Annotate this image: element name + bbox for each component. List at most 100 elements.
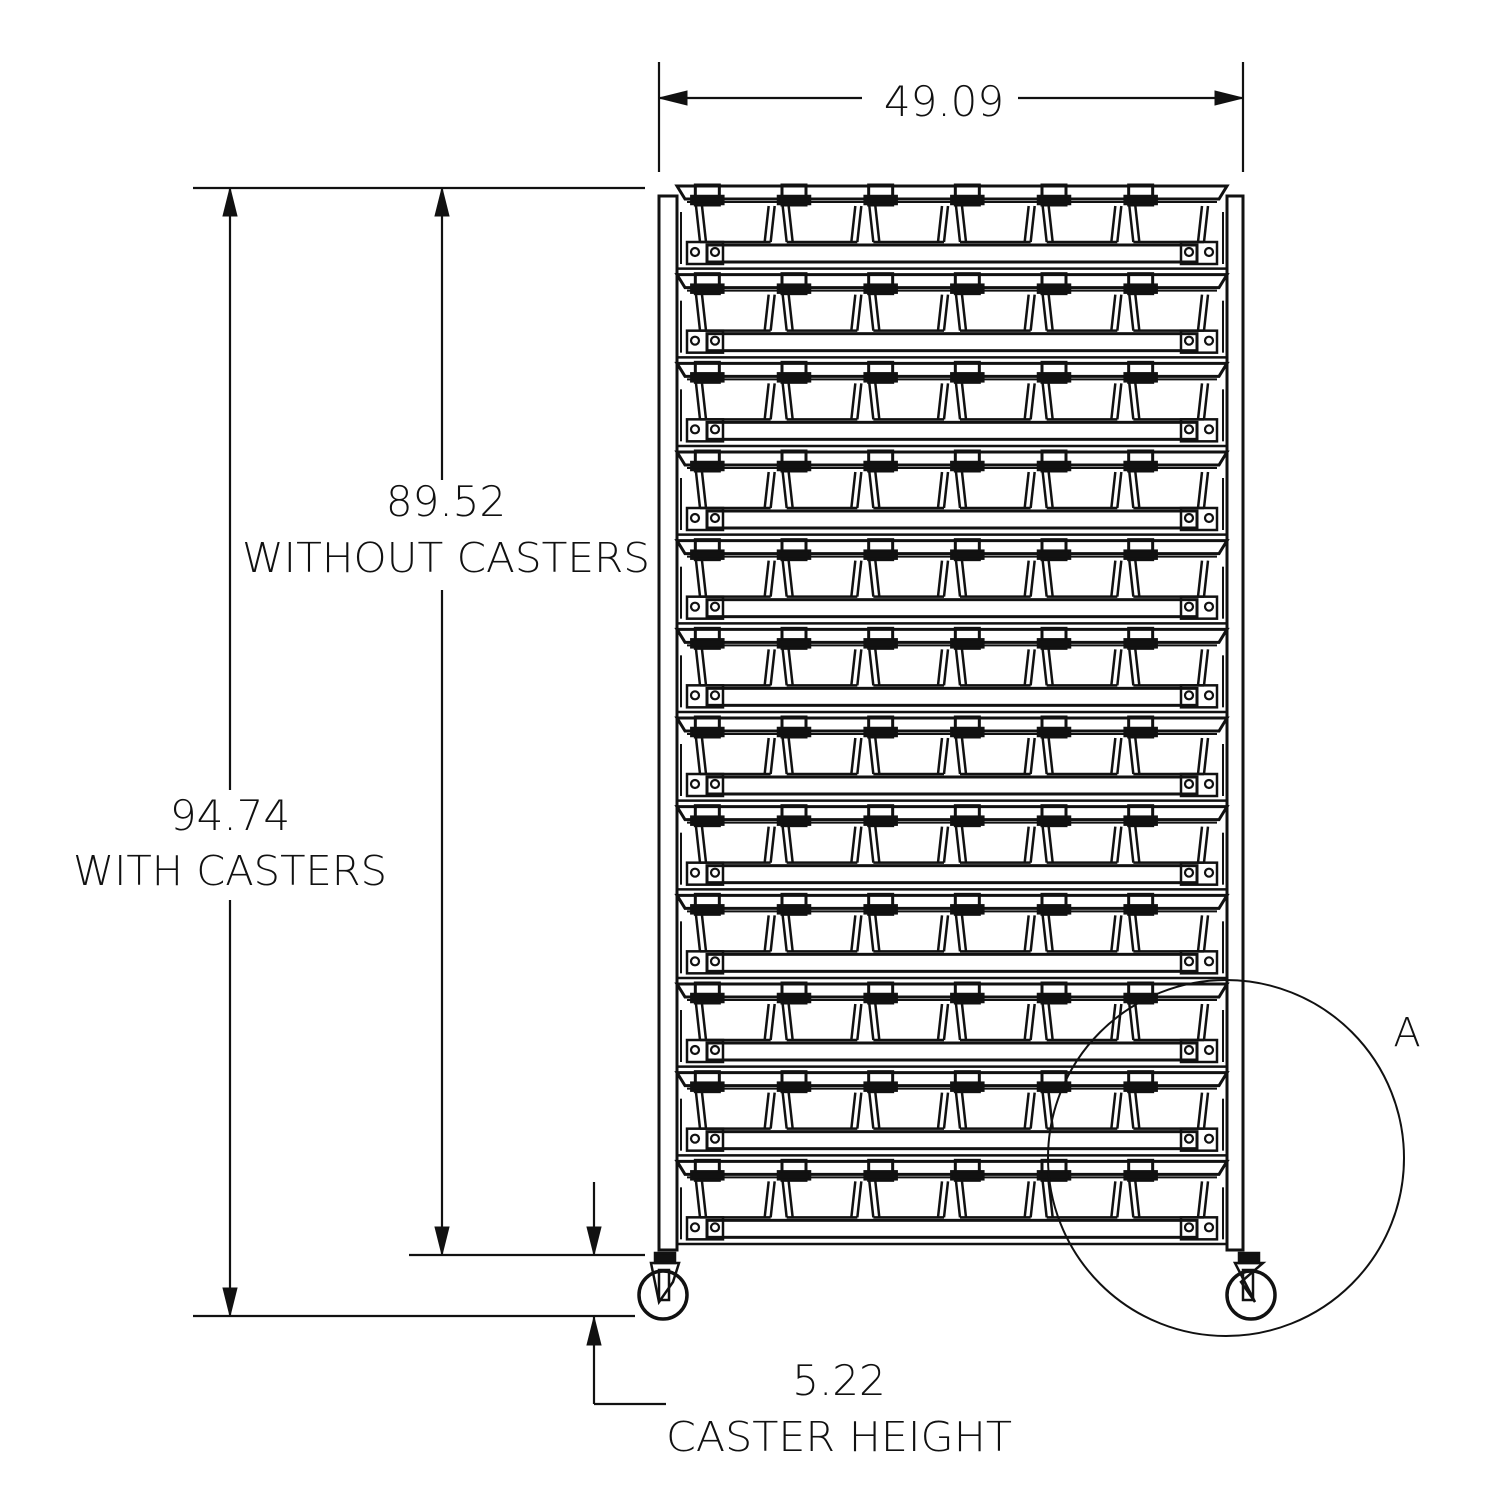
bin-side [1029,471,1036,509]
mounting-bracket [685,418,725,443]
bracket-hole [689,512,701,524]
height-without-casters-label: WITHOUT CASTERS [242,534,650,582]
bin-label-clip-base [776,1170,812,1181]
bin-side [856,826,863,863]
bin-side [694,205,702,243]
bin-side [856,1092,863,1129]
bin-side [1128,383,1135,420]
bin [863,449,950,510]
bin [950,1070,1036,1130]
bin-side [1029,737,1036,775]
bin-label-clip-base [950,992,985,1004]
bin-side [954,205,962,243]
bin-side [763,737,770,775]
bracket-hole [709,1044,721,1056]
bin [776,626,863,687]
bin [1036,981,1123,1042]
bin [950,538,1036,598]
bin-label-clip-base [1123,549,1158,560]
bracket-hole [1183,690,1195,701]
bin-label-clip-base [776,992,812,1004]
bin-row [674,183,1230,270]
louver-rail [705,509,1199,530]
bracket-hole [1203,335,1215,346]
bin-side [856,737,863,775]
bin [690,538,776,598]
bin-row [674,272,1230,359]
bracket-hole [689,1222,701,1233]
mounting-bracket [685,861,725,886]
bin-side [1202,471,1210,509]
bin-side [1202,649,1210,686]
bin-row [674,538,1230,625]
arrowhead [658,90,688,106]
bin-side [1047,383,1054,420]
bin-side [781,1092,788,1129]
bin-side [942,294,950,331]
bin-side [1202,383,1210,420]
bin-side [936,383,944,420]
bin [1123,449,1210,510]
bin-side [1047,649,1054,686]
bin-side [868,560,875,597]
bin-label-clip-base [690,815,725,826]
bracket-hole [689,778,701,790]
bin-row [674,449,1230,536]
arrowhead [586,1226,602,1256]
bracket-hole [689,1133,701,1144]
bin-side [1029,1181,1036,1218]
mounting-bracket [685,1038,725,1064]
bin [1123,183,1210,244]
bin-side [1134,915,1141,952]
bin-side [874,1181,881,1218]
bracket-hole [709,335,721,346]
bin [690,892,776,953]
bracket-hole [709,424,721,435]
bin [776,804,863,864]
bin-label-clip-base [776,726,812,738]
bracket-hole [709,1133,721,1144]
bin-side [850,826,857,863]
bin-label-clip-base [950,1081,985,1092]
bin-side [1047,294,1054,331]
bin [863,538,950,598]
bin-label-clip-base [950,549,985,560]
bin-label-clip-base [863,1170,898,1181]
bin-side [874,1003,881,1041]
bin [863,272,950,332]
bin-side [954,560,962,597]
bin-side [694,915,702,952]
arrowhead [222,187,238,217]
bin-side [874,294,881,331]
bracket-hole [709,690,721,701]
bin-row [674,981,1230,1068]
bin-side [936,649,944,686]
bin-side [874,915,881,952]
bin-side [1116,1003,1123,1041]
bin [776,1070,863,1130]
bracket-hole [709,956,721,967]
bin [950,272,1036,332]
bin-side [694,1181,702,1218]
bin [950,1158,1036,1219]
bin-label-clip-base [1123,904,1158,915]
bin [863,892,950,953]
bin-side [1196,1003,1204,1041]
bracket-hole [1183,956,1195,967]
bin-side [1196,1181,1204,1218]
bracket-hole [1183,1222,1195,1233]
arrowhead [434,187,450,217]
louver-rail [705,864,1199,885]
bin-side [781,1003,788,1041]
mounting-bracket [1179,772,1219,798]
bin-side [769,1003,776,1041]
bin-side [1196,205,1204,243]
bin-side [856,649,863,686]
bin-side [769,1181,776,1218]
bin-rack [637,183,1405,1337]
bin-side [1110,737,1117,775]
bin-side [942,560,950,597]
bracket-hole [689,1044,701,1056]
bin-side [1029,1003,1036,1041]
bin-label-clip-base [1036,815,1072,826]
